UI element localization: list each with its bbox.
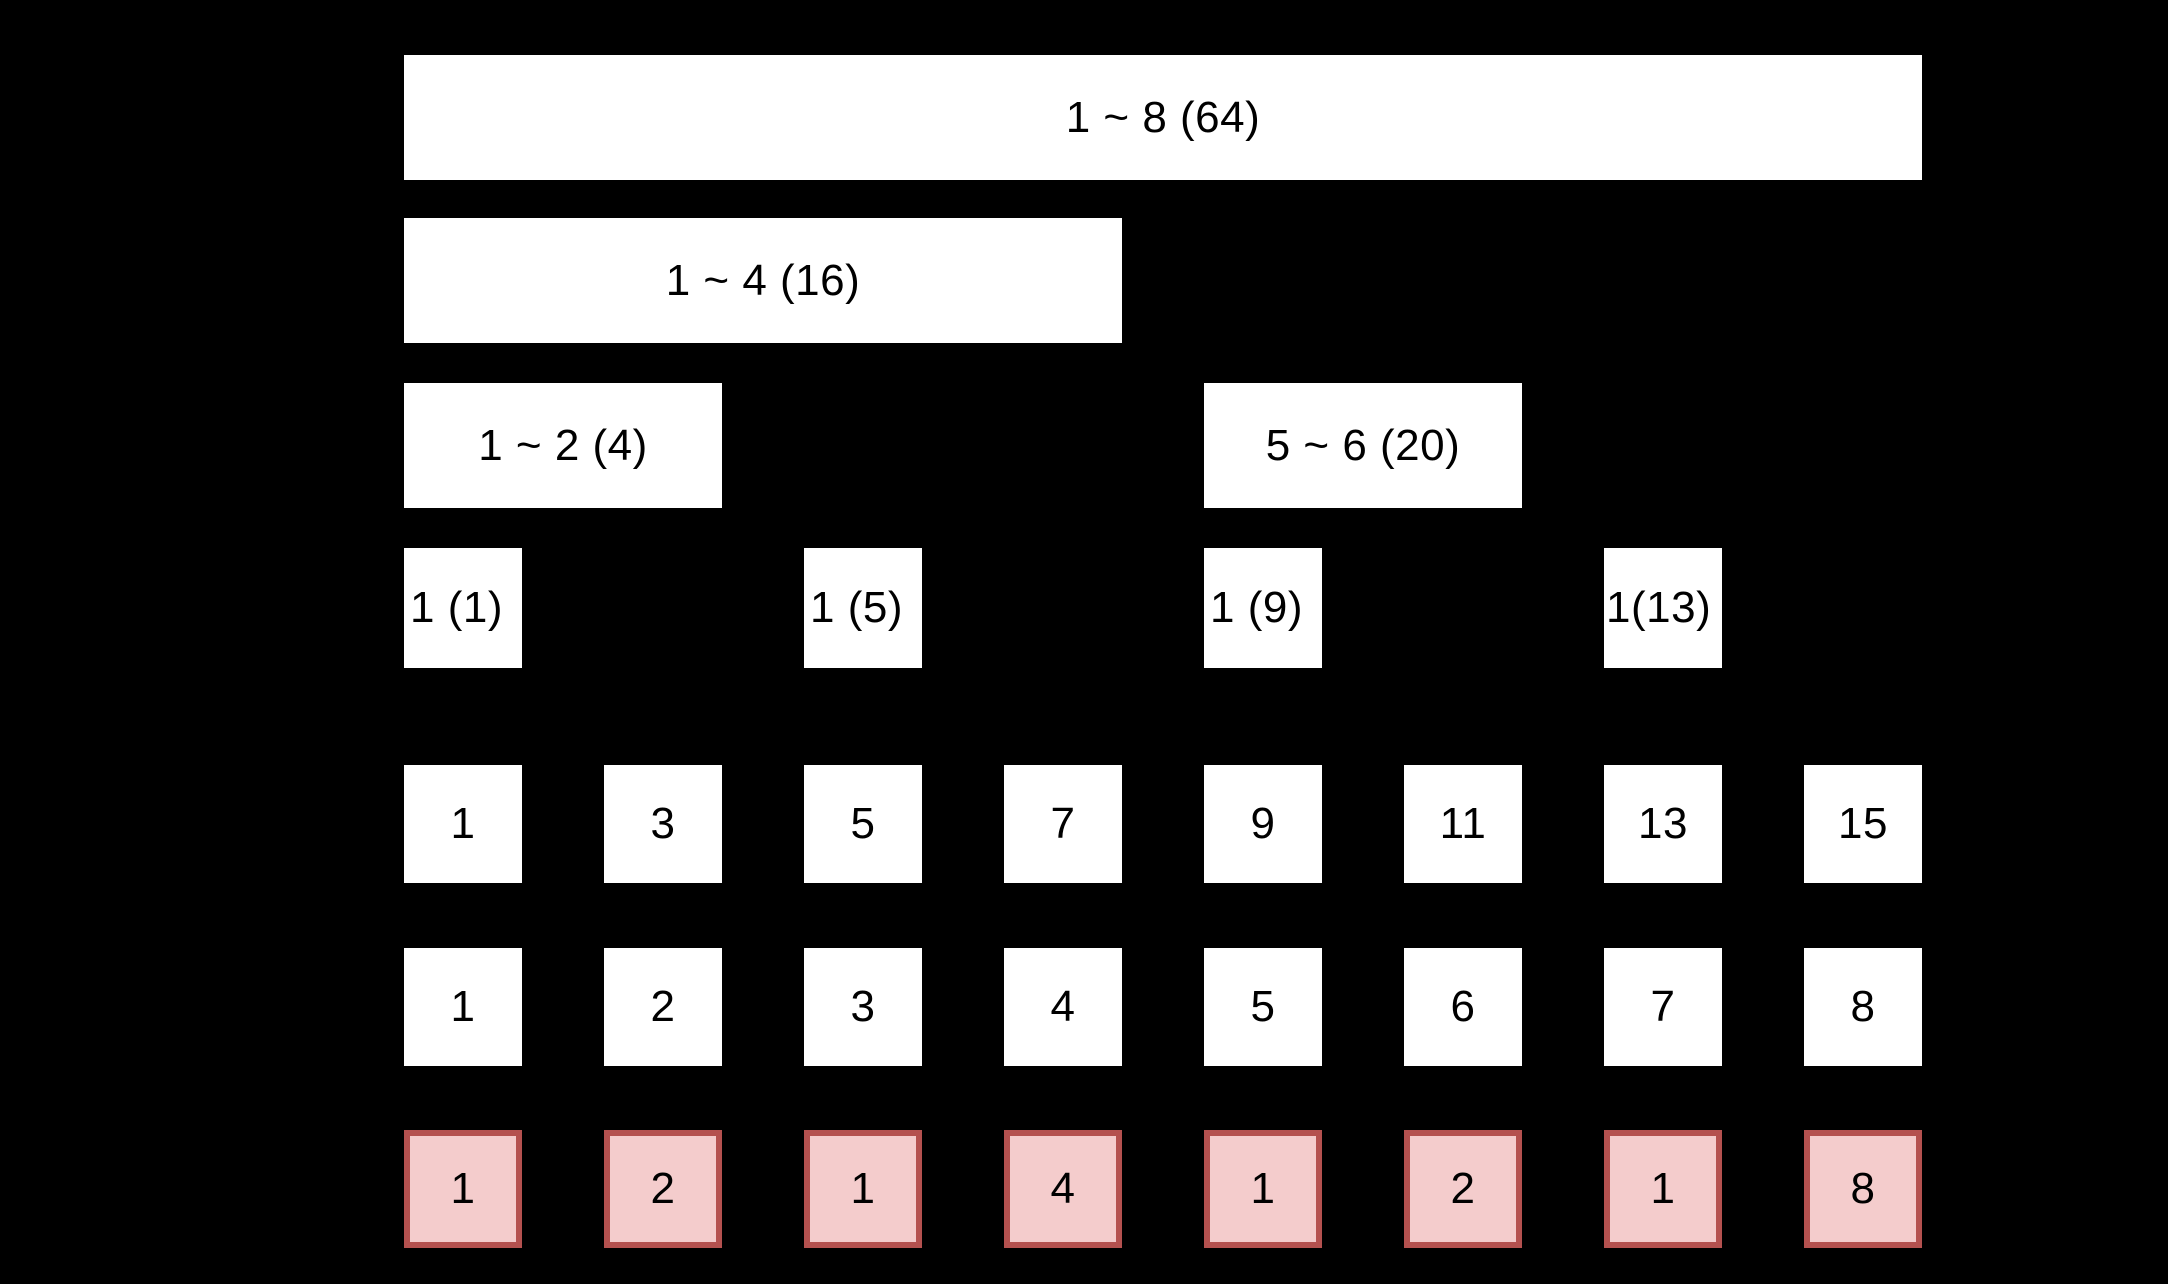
odd-index-row-cell-1: 3	[604, 765, 722, 883]
lowbit-row-cell-7: 8	[1804, 1130, 1922, 1248]
index-row-cell-7: 8	[1804, 948, 1922, 1066]
level-2-cell-0: 1 ~ 4 (16)	[404, 218, 1122, 343]
index-row-cell-0: 1	[404, 948, 522, 1066]
lowbit-row-cell-5: 2	[1404, 1130, 1522, 1248]
lowbit-row-cell-1: 2	[604, 1130, 722, 1248]
index-row-cell-2: 3	[804, 948, 922, 1066]
lowbit-row-cell-0: 1	[404, 1130, 522, 1248]
odd-index-row-cell-4: 9	[1204, 765, 1322, 883]
lowbit-row-cell-6: 1	[1604, 1130, 1722, 1248]
odd-index-row-cell-5: 11	[1404, 765, 1522, 883]
odd-index-row-cell-3: 7	[1004, 765, 1122, 883]
level-3-cell-1: 5 ~ 6 (20)	[1204, 383, 1522, 508]
level-4-cell-1: 1 (5)	[804, 548, 922, 668]
level-4-cell-2: 1 (9)	[1204, 548, 1322, 668]
odd-index-row-cell-2: 5	[804, 765, 922, 883]
level-1-cell-0: 1 ~ 8 (64)	[404, 55, 1922, 180]
lowbit-row-cell-4: 1	[1204, 1130, 1322, 1248]
odd-index-row-cell-0: 1	[404, 765, 522, 883]
index-row-cell-4: 5	[1204, 948, 1322, 1066]
odd-index-row-cell-6: 13	[1604, 765, 1722, 883]
level-4-cell-3: 1(13)	[1604, 548, 1722, 668]
index-row-cell-5: 6	[1404, 948, 1522, 1066]
index-row-cell-6: 7	[1604, 948, 1722, 1066]
index-row-cell-3: 4	[1004, 948, 1122, 1066]
index-row-cell-1: 2	[604, 948, 722, 1066]
level-3-cell-0: 1 ~ 2 (4)	[404, 383, 722, 508]
lowbit-row-cell-2: 1	[804, 1130, 922, 1248]
lowbit-row-cell-3: 4	[1004, 1130, 1122, 1248]
odd-index-row-cell-7: 15	[1804, 765, 1922, 883]
level-4-cell-0: 1 (1)	[404, 548, 522, 668]
